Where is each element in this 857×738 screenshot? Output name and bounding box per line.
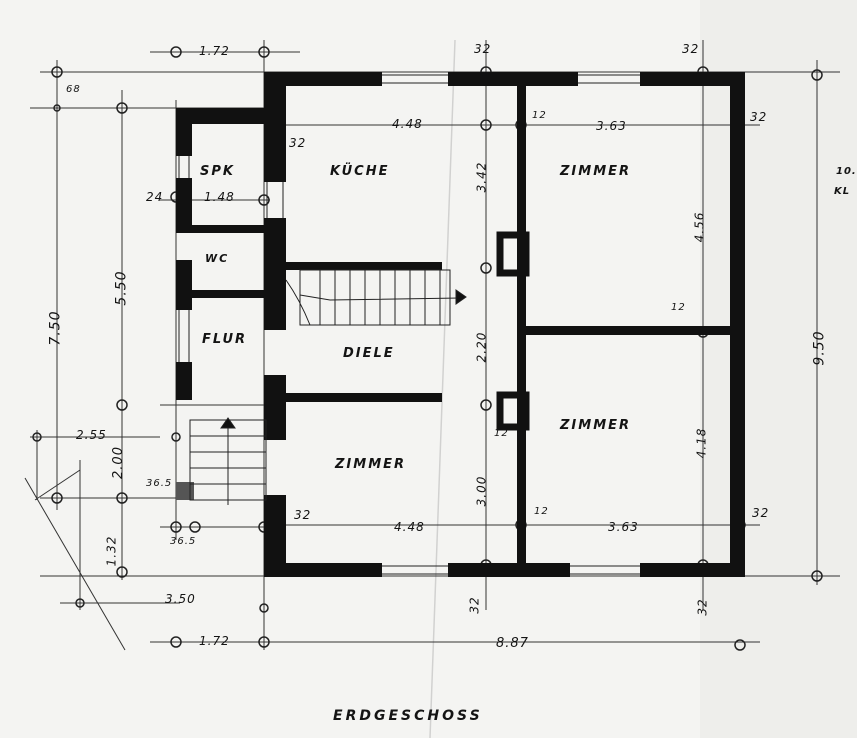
dim-top-32a: 32 xyxy=(474,42,492,56)
dim-spk-148: 1.48 xyxy=(204,190,235,204)
plan-title: ERDGESCHOSS xyxy=(333,708,483,724)
dim-68: 68 xyxy=(66,84,81,95)
dim-sw-300: 3.00 xyxy=(474,475,489,507)
dim-bottom-887: 8.87 xyxy=(496,636,529,651)
margin-note-2: KL xyxy=(834,186,851,197)
staircase xyxy=(189,269,467,505)
dim-12c: 12 xyxy=(494,428,509,439)
dim-sw-448: 4.48 xyxy=(394,520,425,534)
windows xyxy=(178,74,640,575)
dim-12b: 12 xyxy=(671,302,686,313)
dim-spk-24: 24 xyxy=(146,190,164,204)
room-label-spk: SPK xyxy=(200,164,235,179)
dim-zimmer-418: 4.18 xyxy=(694,427,709,459)
room-label-zimmer-ne: ZIMMER xyxy=(560,164,632,179)
dim-left-132: 1.32 xyxy=(104,535,119,567)
dim-kueche-32: 32 xyxy=(289,136,307,150)
dim-365b: 36.5 xyxy=(170,536,197,547)
room-label-wc: WC xyxy=(205,252,230,265)
dim-left-750: 7.50 xyxy=(47,310,64,346)
room-label-zimmer-se: ZIMMER xyxy=(560,418,632,433)
dim-365: 36.5 xyxy=(146,478,173,489)
dim-top-172: 1.72 xyxy=(199,44,230,58)
dim-zimmer-456: 4.56 xyxy=(692,211,707,243)
dim-bottom-32b: 32 xyxy=(695,598,710,616)
dim-stair-220: 2.20 xyxy=(474,331,489,363)
dim-12d: 12 xyxy=(534,506,549,517)
dim-right-32: 32 xyxy=(750,110,768,124)
dim-kueche-342: 3.42 xyxy=(474,161,489,193)
margin-note-1: 10. xyxy=(836,166,857,177)
dim-se-363: 3.63 xyxy=(608,520,639,534)
dim-sw-32: 32 xyxy=(294,508,312,522)
dim-kueche-448: 4.48 xyxy=(392,117,423,131)
room-label-flur: FLUR xyxy=(202,332,248,347)
dim-left-255: 2.55 xyxy=(76,428,107,442)
room-label-kueche: KÜCHE xyxy=(330,164,390,179)
dim-se-32: 32 xyxy=(752,506,770,520)
room-label-zimmer-sw: ZIMMER xyxy=(335,457,407,472)
dim-zimmer-363: 3.63 xyxy=(596,119,627,133)
dim-left-200: 2.00 xyxy=(110,446,126,479)
dim-left-550: 5.50 xyxy=(113,270,130,306)
dim-12a: 12 xyxy=(532,110,547,121)
dim-bottom-32a: 32 xyxy=(467,596,482,614)
dim-top-32b: 32 xyxy=(682,42,700,56)
dimension-lines xyxy=(24,40,840,651)
room-label-diele: DIELE xyxy=(343,346,395,361)
dim-left-350: 3.50 xyxy=(165,592,196,606)
dim-right-950: 9.50 xyxy=(811,330,828,366)
dim-bottom-172: 1.72 xyxy=(199,634,230,648)
walls xyxy=(176,72,745,577)
paper-fold-line xyxy=(429,39,456,738)
